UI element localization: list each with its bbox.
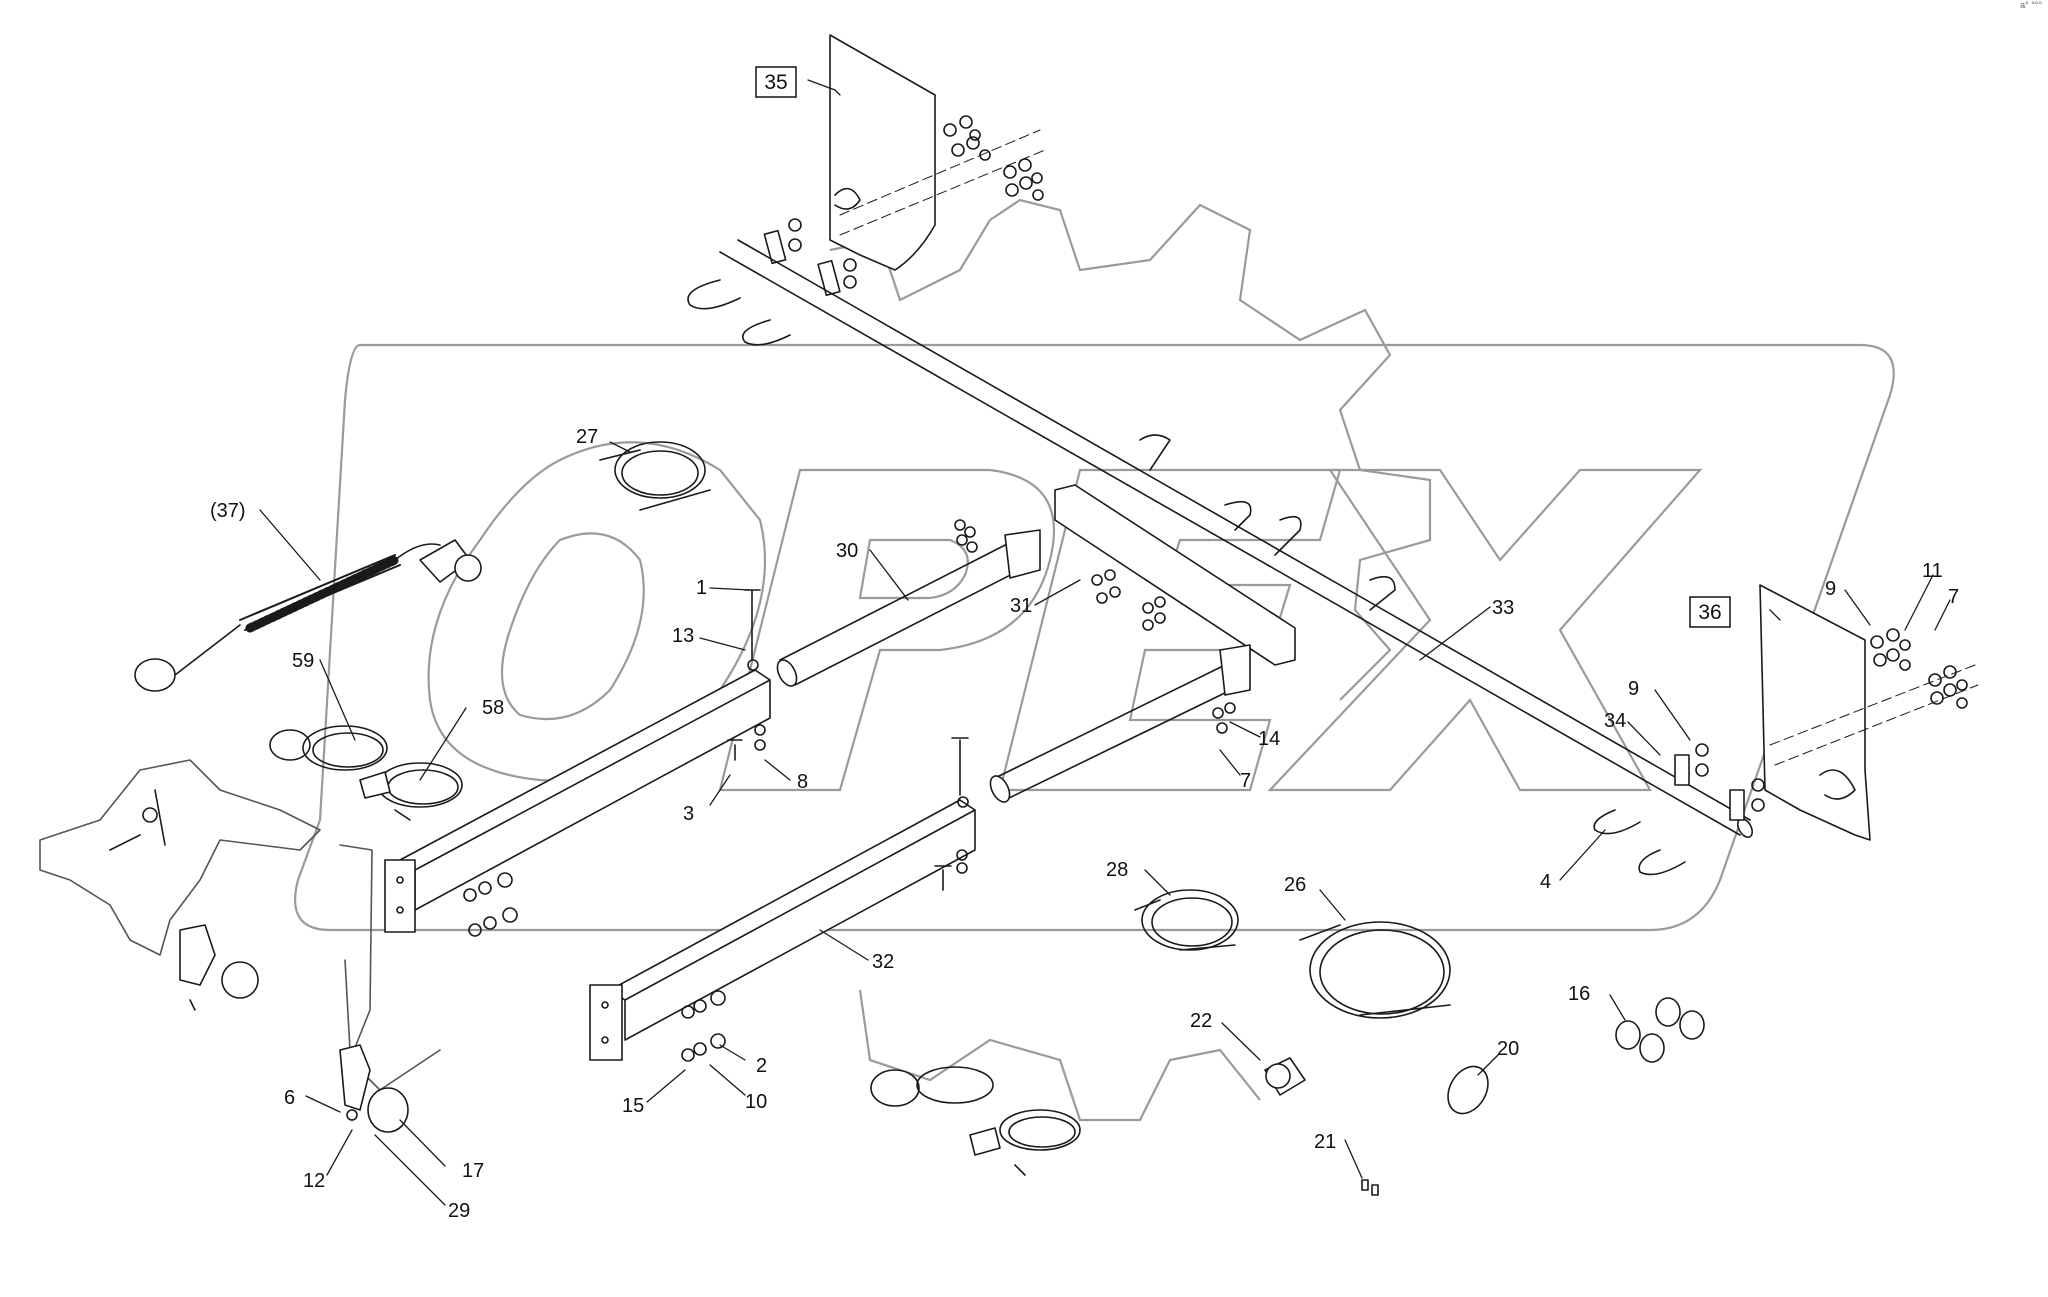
u-bolt-mid-a xyxy=(1139,434,1171,471)
leader-lines xyxy=(259,79,1951,1206)
watermark-letter-p xyxy=(718,468,1056,792)
bolts-32 xyxy=(681,990,726,1062)
callout-21: 21 xyxy=(1314,1131,1336,1153)
callout-30: 30 xyxy=(836,540,858,562)
callout-3: 3 xyxy=(683,803,694,825)
clamp-plate-top-b xyxy=(817,259,841,297)
callout-35: 35 xyxy=(764,71,787,94)
lamp-lower xyxy=(870,1069,920,1107)
drawing-lines xyxy=(39,34,1979,1206)
clip-21a xyxy=(1361,1179,1369,1191)
callout-33: 33 xyxy=(1492,597,1514,619)
callout-37: (37) xyxy=(210,500,246,522)
callout-16: 16 xyxy=(1568,983,1590,1005)
lamp-59 xyxy=(269,729,311,761)
callout-labels: 35 36 27 (37) 30 1 13 31 33 59 58 3 8 14… xyxy=(210,66,1959,1222)
callout-59: 59 xyxy=(292,650,314,672)
callout-7a: 7 xyxy=(1240,770,1251,792)
callout-11: 11 xyxy=(1922,560,1943,582)
tube-lower-insert xyxy=(994,664,1236,801)
clip-21b xyxy=(1371,1184,1379,1196)
callout-34: 34 xyxy=(1604,710,1626,732)
washer-stack-top xyxy=(788,115,1044,289)
callout-36: 36 xyxy=(1698,601,1721,624)
beam-left xyxy=(399,669,771,911)
ring-20 xyxy=(1447,1065,1489,1115)
end-plate-32 xyxy=(589,984,623,1061)
callout-20: 20 xyxy=(1497,1038,1519,1060)
u-bolt-right-a xyxy=(1593,809,1641,835)
callout-8: 8 xyxy=(797,771,808,793)
callout-15: 15 xyxy=(622,1095,644,1117)
u-bolt-mid-c xyxy=(1274,515,1302,556)
o-rings-16 xyxy=(1615,997,1705,1063)
callout-10: 10 xyxy=(745,1091,767,1113)
watermark-gear-icon xyxy=(829,198,1432,1122)
plug-cap xyxy=(134,658,176,692)
callout-13: 13 xyxy=(672,625,694,647)
mudflap-plate-35 xyxy=(829,34,936,271)
callout-58: 58 xyxy=(482,697,504,719)
callout-box-36 xyxy=(1689,596,1731,628)
reflector-bracket-bottom xyxy=(339,1044,371,1111)
callout-27: 27 xyxy=(576,426,598,448)
beam-32 xyxy=(609,799,976,1041)
frame-fragment-left xyxy=(39,759,321,956)
callout-22: 22 xyxy=(1190,1010,1212,1032)
u-bolt-top-b xyxy=(742,319,791,346)
callout-2: 2 xyxy=(756,1055,767,1077)
callout-9a: 9 xyxy=(1825,578,1836,600)
callout-1: 1 xyxy=(696,577,707,599)
callout-6: 6 xyxy=(284,1087,295,1109)
u-bolt-mid-b xyxy=(1224,500,1252,531)
cable-coil-26 xyxy=(1309,921,1451,1019)
corner-mark: a° °°° xyxy=(2020,0,2042,10)
clamp-plate-right-a xyxy=(1674,754,1690,786)
mudflap-plate-36 xyxy=(1759,584,1871,841)
callout-32: 32 xyxy=(872,951,894,973)
callout-29: 29 xyxy=(448,1200,470,1222)
cable-coil-27 xyxy=(614,441,706,499)
callout-box-35 xyxy=(755,66,797,98)
end-plate-left xyxy=(384,859,416,933)
u-bolt-top-a xyxy=(687,279,741,310)
reflector-bracket-top xyxy=(179,924,216,986)
callout-7b: 7 xyxy=(1948,586,1959,608)
callout-31: 31 xyxy=(1010,595,1032,617)
callout-28: 28 xyxy=(1106,859,1128,881)
bolts-left xyxy=(463,872,518,937)
tube-30 xyxy=(779,539,1031,686)
callout-4: 4 xyxy=(1540,871,1551,893)
callout-17: 17 xyxy=(462,1160,484,1182)
callout-26: 26 xyxy=(1284,874,1306,896)
cable-coil-28 xyxy=(1141,889,1239,951)
callout-14: 14 xyxy=(1258,728,1280,750)
watermark-letter-x xyxy=(1267,468,1703,792)
u-bolt-right-b xyxy=(1638,849,1686,876)
callout-9b: 9 xyxy=(1628,678,1639,700)
tube-33 xyxy=(719,239,1751,836)
callout-12: 12 xyxy=(303,1170,325,1192)
plate-31 xyxy=(1054,484,1296,666)
nuts-31 xyxy=(954,519,1166,631)
clamp-plate-top-a xyxy=(763,229,787,265)
watermark-frame xyxy=(294,343,1895,932)
watermark-logo xyxy=(294,198,1895,1122)
u-bolt-mid-d xyxy=(1369,575,1396,611)
clamp-plate-right-b xyxy=(1729,789,1745,821)
